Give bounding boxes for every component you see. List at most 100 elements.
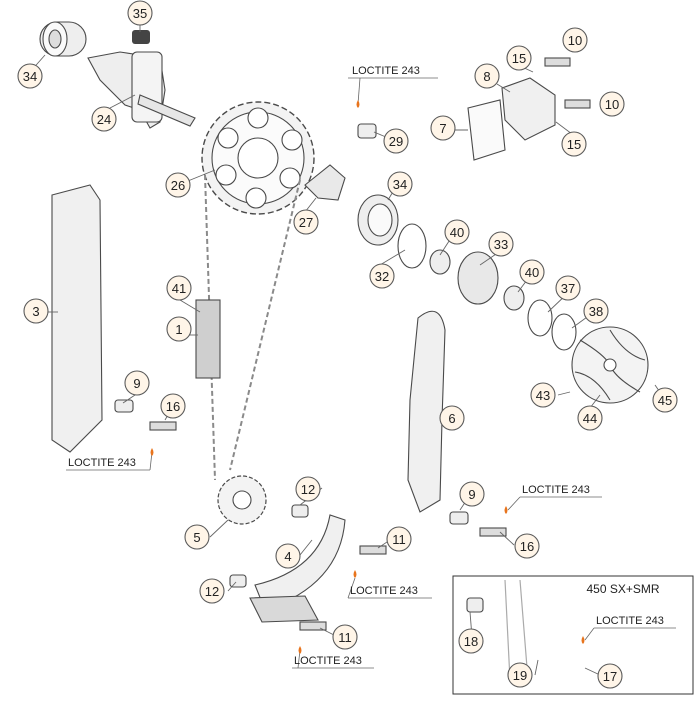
- callout-circle: [488, 231, 514, 257]
- part-callout-11: 11: [386, 526, 412, 552]
- callout-number: 15: [512, 51, 526, 66]
- callout-circle: [583, 298, 609, 324]
- callout-number: 19: [513, 668, 527, 683]
- callout-number: 26: [171, 178, 185, 193]
- callout-number: 4: [284, 549, 291, 564]
- callout-circle: [184, 524, 210, 550]
- part-callout-4: 4: [275, 543, 301, 569]
- camshaft-part: [87, 51, 196, 129]
- part-callout-15: 15: [506, 45, 532, 71]
- callout-circle: [166, 275, 192, 301]
- loctite-note-2: LOCTITE 243: [68, 457, 136, 469]
- part-callout-10: 10: [599, 91, 625, 117]
- callout-circle: [599, 91, 625, 117]
- part-callout-16: 16: [160, 393, 186, 419]
- callout-number: 43: [536, 388, 550, 403]
- callout-circle: [293, 209, 319, 235]
- callout-circle: [369, 263, 395, 289]
- callout-circle: [17, 63, 43, 89]
- callout-number: 44: [583, 411, 597, 426]
- seals-and-rings: [397, 223, 577, 351]
- callout-number: 27: [299, 215, 313, 230]
- callout-circle: [127, 0, 153, 26]
- part-callout-24: 24: [91, 106, 117, 132]
- callout-number: 11: [392, 532, 406, 547]
- callout-circle: [439, 405, 465, 431]
- part-callout-9: 9: [459, 481, 485, 507]
- callout-circle: [458, 628, 484, 654]
- callout-circle: [514, 533, 540, 559]
- callout-number: 38: [589, 304, 603, 319]
- part-callout-12: 12: [199, 578, 225, 604]
- callout-circle: [597, 663, 623, 689]
- bearing-right: [357, 194, 399, 246]
- callout-circle: [23, 298, 49, 324]
- chain-guide-left: [51, 184, 103, 453]
- callout-number: 45: [658, 393, 672, 408]
- callout-number: 10: [605, 97, 619, 112]
- callout-number: 5: [193, 530, 200, 545]
- callout-number: 32: [375, 269, 389, 284]
- part-callout-6: 6: [439, 405, 465, 431]
- crank-sprocket: [217, 475, 267, 525]
- callout-number: 33: [494, 237, 508, 252]
- tensioner-rail: [249, 514, 346, 623]
- decompressor-part: [304, 164, 346, 201]
- part-callout-12: 12: [295, 476, 321, 502]
- bearing-top-left: [39, 21, 87, 57]
- callout-circle: [562, 27, 588, 53]
- part-callout-44: 44: [577, 405, 603, 431]
- callout-circle: [386, 526, 412, 552]
- inset-box: 450 SX+SMR: [452, 575, 694, 695]
- callout-number: 34: [393, 177, 407, 192]
- callout-circle: [506, 45, 532, 71]
- part-callout-17: 17: [597, 663, 623, 689]
- callout-number: 35: [133, 6, 147, 21]
- callout-number: 37: [561, 281, 575, 296]
- part-callout-45: 45: [652, 387, 678, 413]
- part-callout-32: 32: [369, 263, 395, 289]
- inset-title: 450 SX+SMR: [586, 582, 659, 596]
- loctite-note-1: LOCTITE 243: [352, 65, 420, 77]
- part-callout-35: 35: [127, 0, 153, 26]
- callout-circle: [577, 405, 603, 431]
- callout-circle: [166, 316, 192, 342]
- callout-number: 17: [603, 669, 617, 684]
- part-callout-1: 1: [166, 316, 192, 342]
- callout-circle: [199, 578, 225, 604]
- callout-number: 40: [450, 225, 464, 240]
- callout-circle: [530, 382, 556, 408]
- callout-circle: [387, 171, 413, 197]
- callout-number: 7: [439, 121, 446, 136]
- part-callout-33: 33: [488, 231, 514, 257]
- callout-number: 16: [520, 539, 534, 554]
- callout-circle: [555, 275, 581, 301]
- part-callout-16: 16: [514, 533, 540, 559]
- callout-number: 15: [567, 137, 581, 152]
- loctite-note-4: LOCTITE 243: [350, 585, 418, 597]
- loctite-drops: [150, 100, 585, 654]
- callout-number: 3: [32, 304, 39, 319]
- part-callout-5: 5: [184, 524, 210, 550]
- callout-circle: [444, 219, 470, 245]
- callout-number: 8: [483, 69, 490, 84]
- bolt-29: [357, 123, 377, 139]
- part-callout-26: 26: [165, 172, 191, 198]
- callout-number: 40: [525, 265, 539, 280]
- callout-number: 9: [133, 376, 140, 391]
- part-callout-15: 15: [561, 131, 587, 157]
- callout-circle: [474, 63, 500, 89]
- spring-part: [132, 30, 150, 44]
- callout-circle: [275, 543, 301, 569]
- part-callout-43: 43: [530, 382, 556, 408]
- part-callout-40: 40: [519, 259, 545, 285]
- part-callout-11: 11: [332, 624, 358, 650]
- callout-number: 34: [23, 69, 37, 84]
- callout-number: 12: [205, 584, 219, 599]
- callout-number: 6: [448, 411, 455, 426]
- callout-number: 41: [172, 281, 186, 296]
- part-callout-29: 29: [383, 128, 409, 154]
- callout-number: 9: [468, 487, 475, 502]
